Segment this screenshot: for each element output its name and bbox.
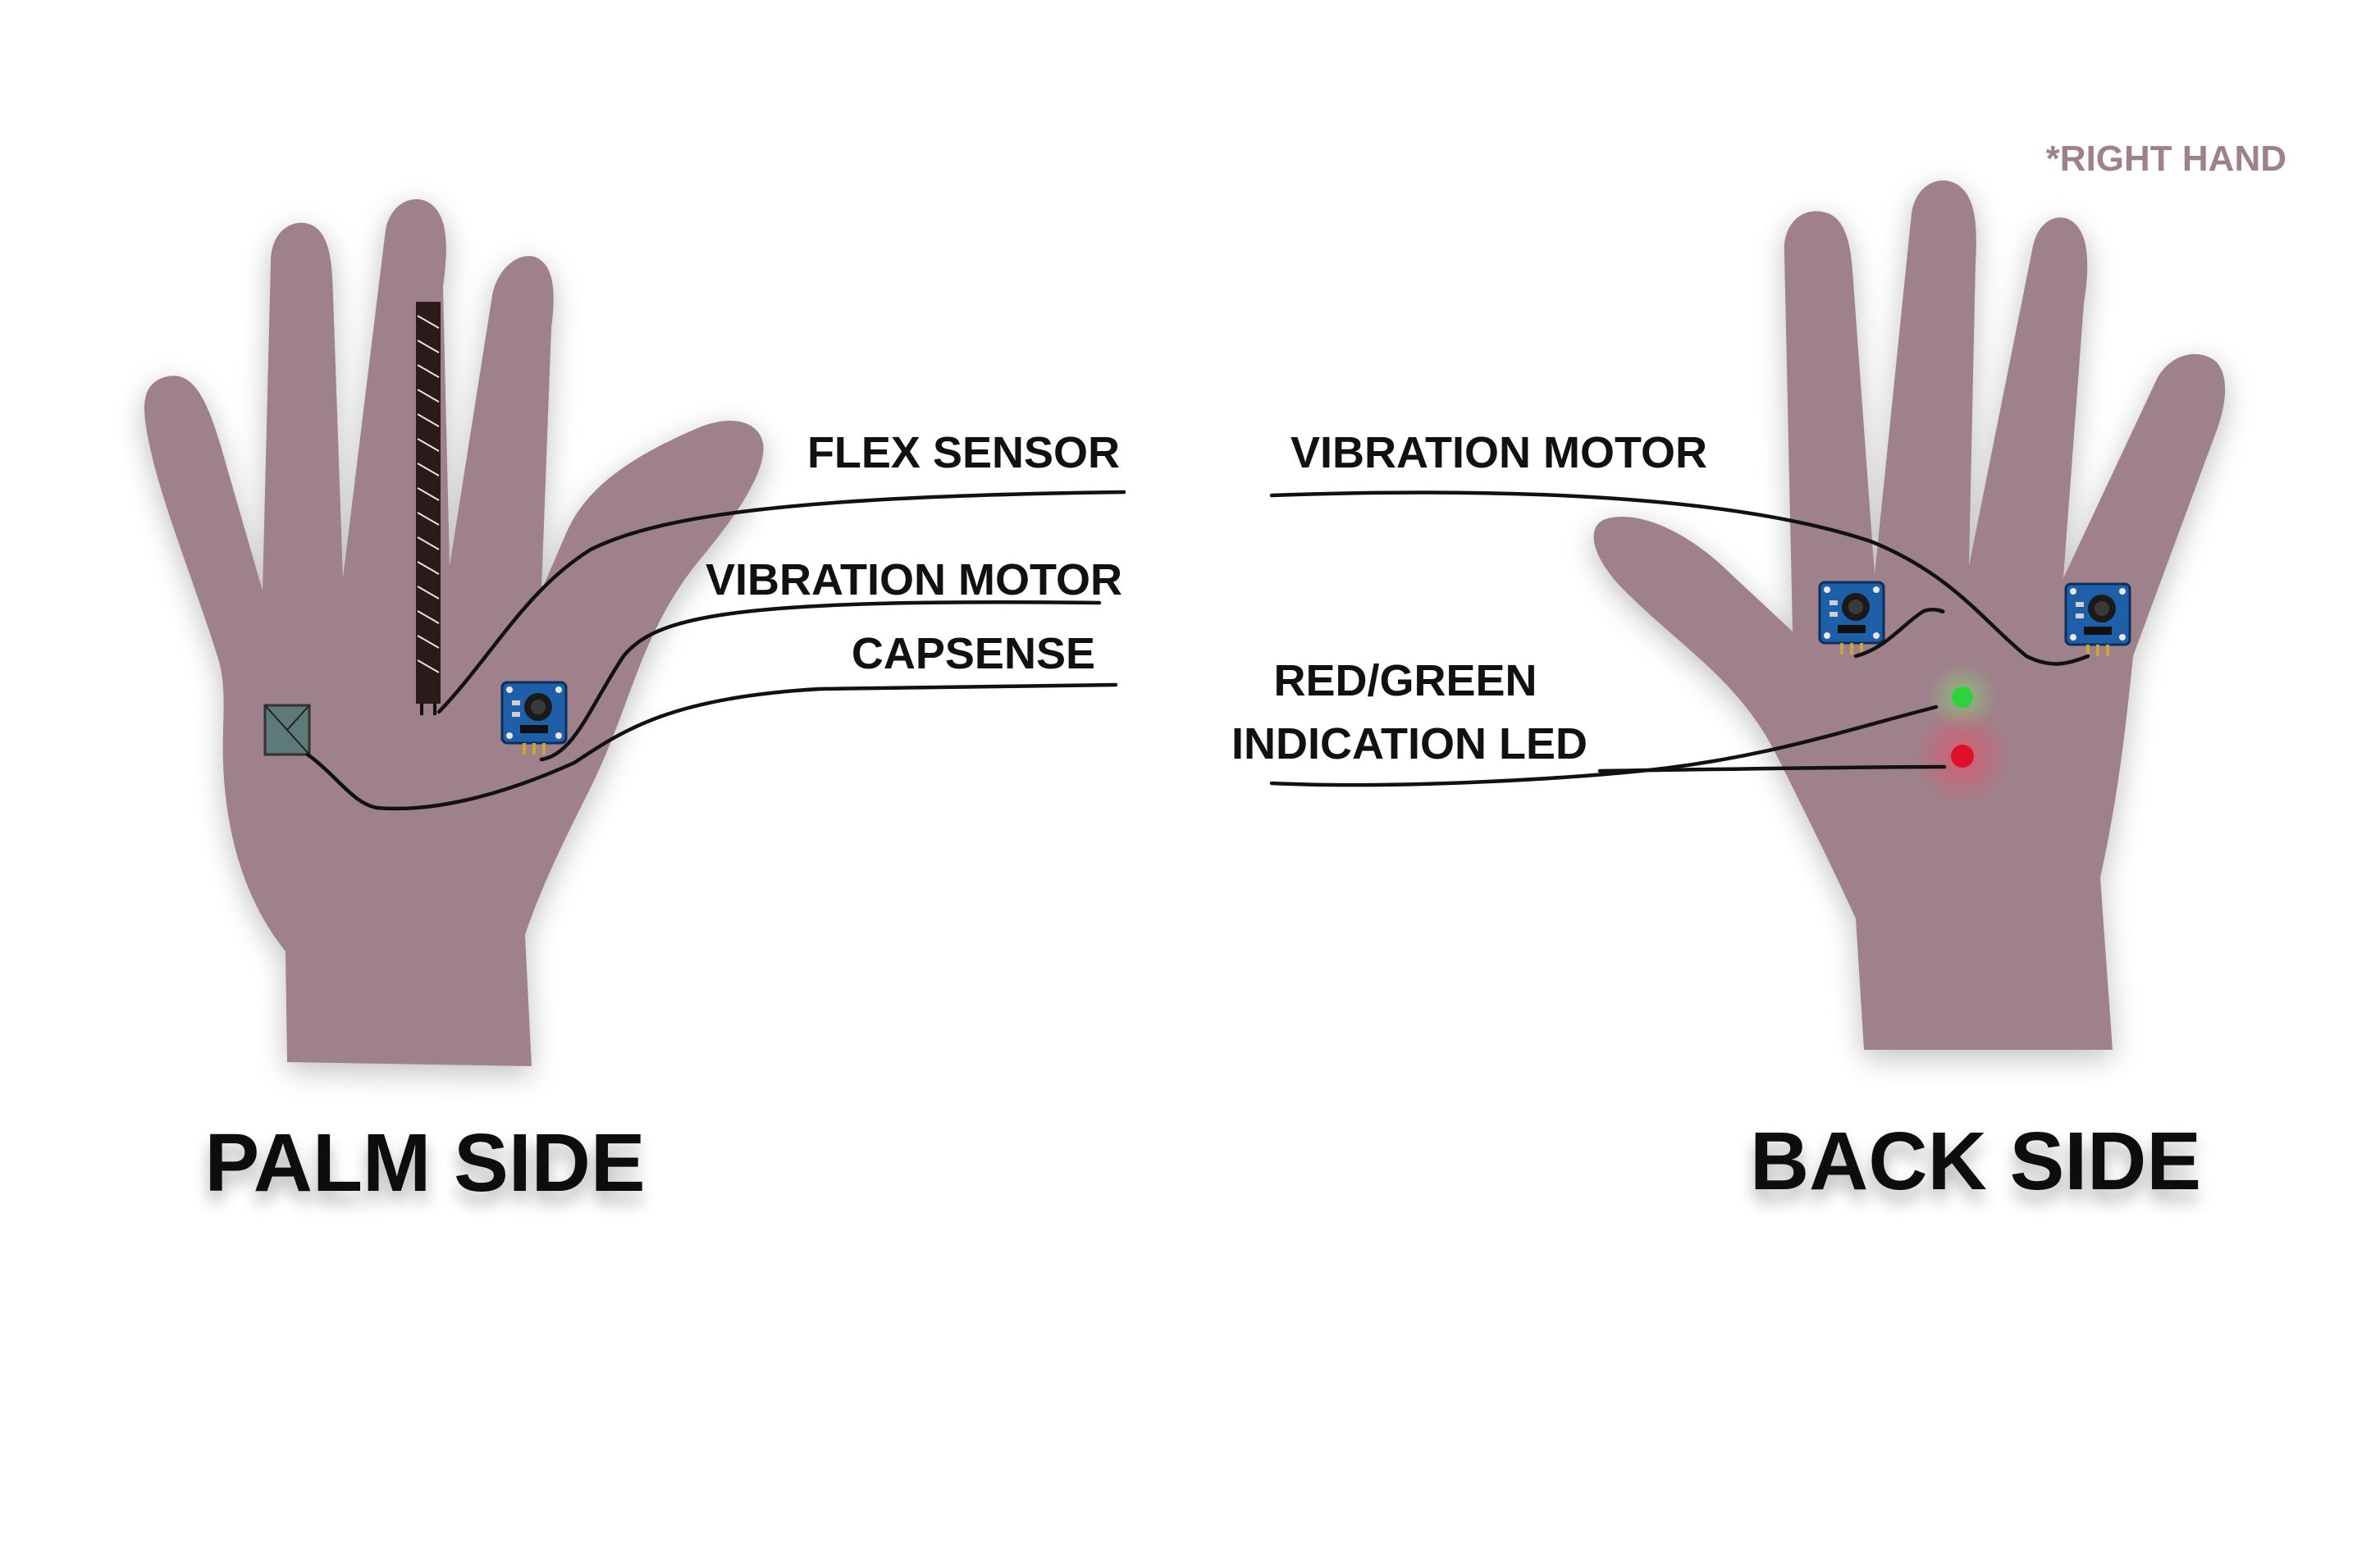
right-hand-silhouette <box>1593 180 2226 1050</box>
flex-sensor <box>416 302 441 715</box>
back-vibration-motor-module-2 <box>2064 582 2131 658</box>
label-palm-vibration-motor: VIBRATION MOTOR <box>706 555 1122 604</box>
palm-vibration-motor-module <box>500 681 568 756</box>
capsense-pad <box>263 704 311 756</box>
back-side-title: BACK SIDE <box>1750 1115 2201 1207</box>
label-capsense: CAPSENSE <box>852 629 1095 678</box>
label-led-line2: INDICATION LED <box>1231 719 1587 768</box>
label-back-vibration-motor: VIBRATION MOTOR <box>1290 428 1707 477</box>
label-flex-sensor: FLEX SENSOR <box>807 428 1120 477</box>
back-side-hand <box>1593 180 2226 1050</box>
back-vibration-motor-module-1 <box>1818 581 1885 656</box>
right-hand-note: *RIGHT HAND <box>2046 139 2286 179</box>
palm-labels: FLEX SENSOR VIBRATION MOTOR CAPSENSE <box>706 428 1122 678</box>
palm-side-hand <box>144 198 764 1067</box>
palm-side-title: PALM SIDE <box>204 1117 645 1209</box>
left-hand-silhouette <box>144 198 764 1067</box>
palm-wires <box>305 490 1126 811</box>
back-wires <box>1269 490 2090 787</box>
back-labels: VIBRATION MOTOR RED/GREEN INDICATION LED <box>1231 428 1707 768</box>
label-led-line1: RED/GREEN <box>1273 656 1537 705</box>
red-led <box>1913 707 2012 805</box>
